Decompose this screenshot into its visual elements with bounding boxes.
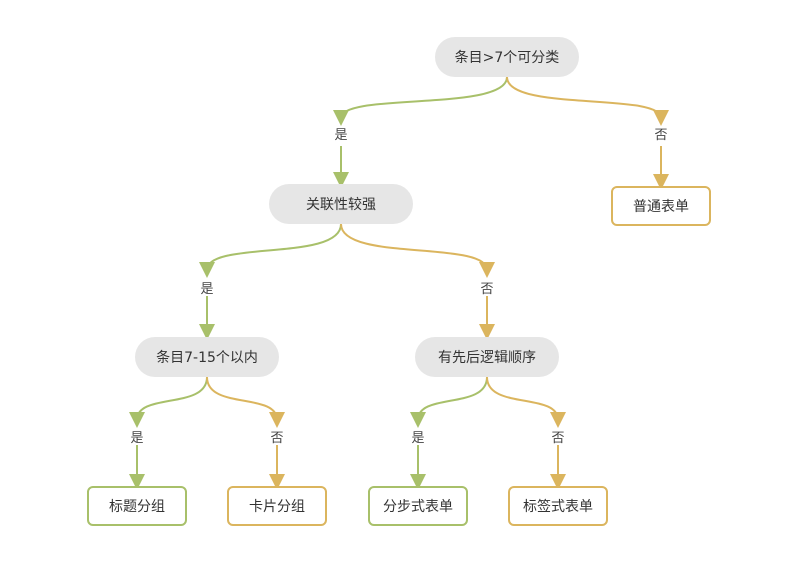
edge-assoc-no [340, 223, 495, 278]
label-yes-2: 是 [200, 282, 214, 297]
leaf-plain-form: 普通表单 [611, 186, 711, 226]
edge-count-yes [129, 376, 208, 428]
edge-assoc-yes [199, 223, 342, 278]
edge-count-no [206, 376, 285, 428]
edge-root-yes [333, 76, 508, 126]
leaf-tab-form: 标签式表单 [508, 486, 608, 526]
label-no-2: 否 [480, 282, 494, 297]
decision-count-range: 条目7-15个以内 [135, 337, 279, 377]
decision-association: 关联性较强 [269, 184, 413, 224]
label-no-4: 否 [551, 431, 565, 446]
label-yes-4: 是 [411, 431, 425, 446]
edge-logic-yes [410, 376, 488, 428]
decision-root: 条目>7个可分类 [435, 37, 579, 77]
decision-logical-order: 有先后逻辑顺序 [415, 337, 559, 377]
leaf-step-form: 分步式表单 [368, 486, 468, 526]
label-yes-3: 是 [130, 431, 144, 446]
edge-root-no [506, 76, 669, 126]
label-no-3: 否 [270, 431, 284, 446]
label-no-1: 否 [654, 128, 668, 143]
edge-logic-no [486, 376, 566, 428]
label-yes-1: 是 [334, 128, 348, 143]
leaf-card-group: 卡片分组 [227, 486, 327, 526]
leaf-title-group: 标题分组 [87, 486, 187, 526]
